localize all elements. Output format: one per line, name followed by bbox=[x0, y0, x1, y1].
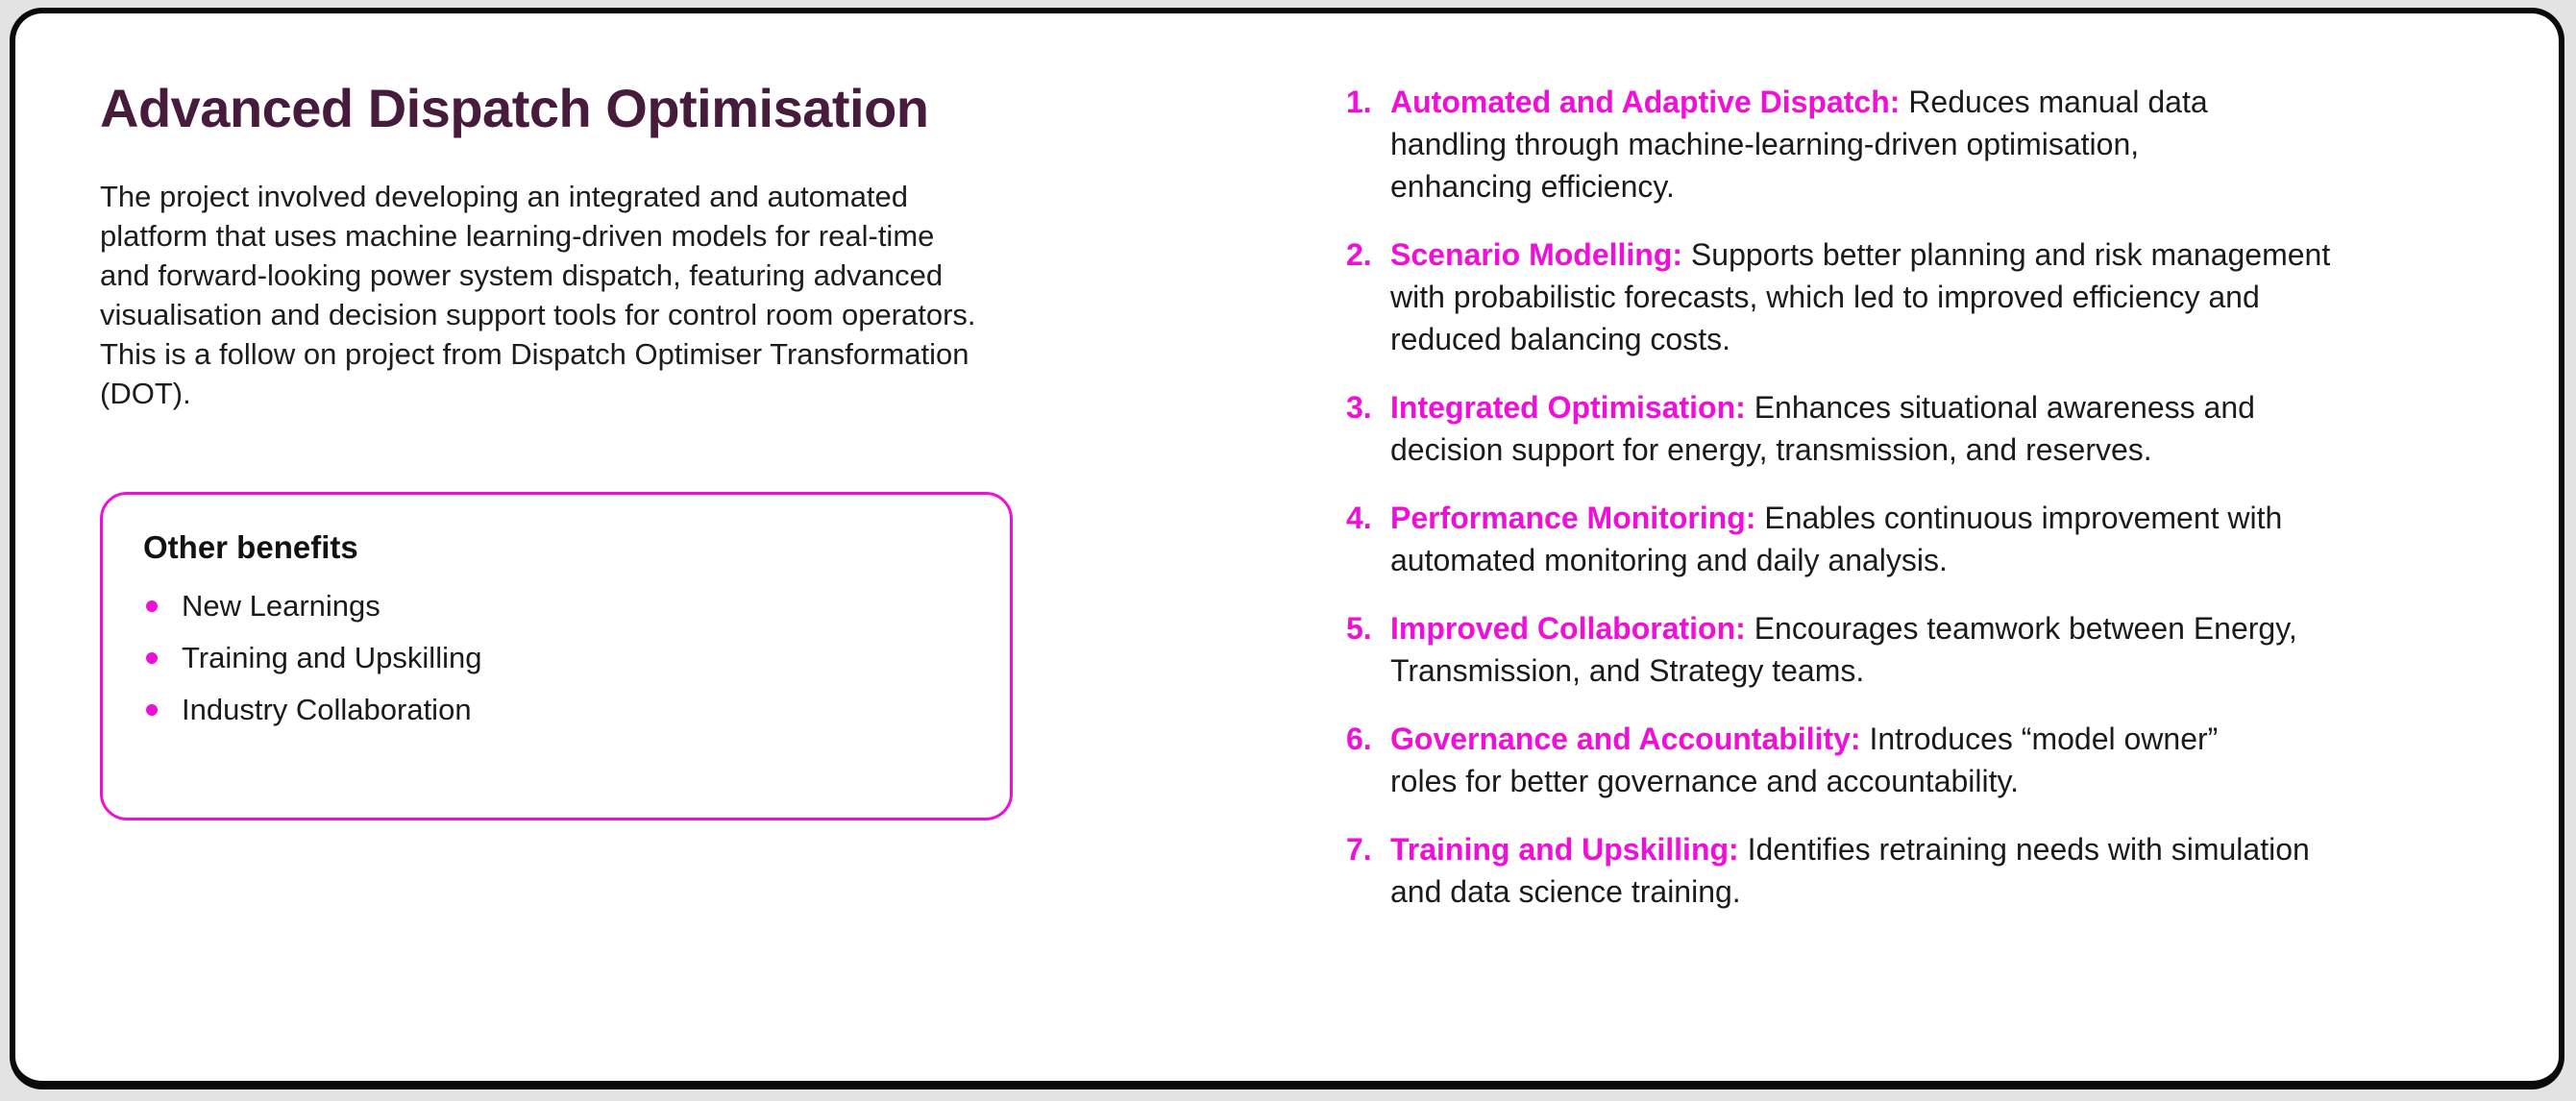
item-label: Improved Collaboration: bbox=[1390, 611, 1746, 646]
item-content: Governance and Accountability: Introduce… bbox=[1390, 718, 2576, 802]
intro-paragraph: The project involved developing an integ… bbox=[100, 180, 976, 410]
item-number: 2. bbox=[1346, 237, 1372, 272]
list-item: 7. Training and Upskilling: Identifies r… bbox=[1346, 828, 2576, 913]
bullet-dot-icon bbox=[146, 652, 158, 664]
item-label: Scenario Modelling: bbox=[1390, 237, 1683, 272]
list-item: 4. Performance Monitoring: Enables conti… bbox=[1346, 497, 2576, 581]
item-text: Encourages teamwork between Energy, Tran… bbox=[1390, 611, 2297, 688]
item-label: Performance Monitoring: bbox=[1390, 501, 1756, 535]
item-number: 7. bbox=[1346, 832, 1372, 867]
list-item: 3. Integrated Optimisation: Enhances sit… bbox=[1346, 386, 2576, 471]
key-outcomes-list: 1. Automated and Adaptive Dispatch: Redu… bbox=[1346, 81, 2576, 939]
list-item: 1. Automated and Adaptive Dispatch: Redu… bbox=[1346, 81, 2576, 208]
item-content: Scenario Modelling: Supports better plan… bbox=[1390, 233, 2576, 360]
item-label: Automated and Adaptive Dispatch: bbox=[1390, 85, 1901, 119]
item-label: Training and Upskilling: bbox=[1390, 832, 1739, 867]
list-item: Training and Upskilling bbox=[143, 639, 969, 677]
item-content: Automated and Adaptive Dispatch: Reduces… bbox=[1390, 81, 2576, 208]
benefits-heading: Other benefits bbox=[143, 529, 358, 565]
item-text: Enables continuous improvement with auto… bbox=[1390, 501, 2283, 577]
benefit-label: Industry Collaboration bbox=[182, 693, 472, 726]
other-benefits-box: Other benefits New Learnings Training an… bbox=[100, 492, 1013, 820]
list-item: 2. Scenario Modelling: Supports better p… bbox=[1346, 233, 2576, 360]
item-number: 4. bbox=[1346, 501, 1372, 535]
benefit-label: Training and Upskilling bbox=[182, 641, 482, 674]
benefit-label: New Learnings bbox=[182, 589, 380, 623]
item-number: 3. bbox=[1346, 390, 1372, 425]
item-content: Training and Upskilling: Identifies retr… bbox=[1390, 828, 2576, 913]
item-text: Identifies retraining needs with simulat… bbox=[1390, 832, 2310, 909]
list-item: 6. Governance and Accountability: Introd… bbox=[1346, 718, 2576, 802]
slide-card: Advanced Dispatch Optimisation The proje… bbox=[10, 8, 2564, 1089]
item-text: Reduces manual data handling through mac… bbox=[1390, 85, 2208, 204]
item-text: Supports better planning and risk manage… bbox=[1390, 237, 2331, 356]
item-number: 1. bbox=[1346, 85, 1372, 119]
bullet-dot-icon bbox=[146, 600, 158, 612]
item-label: Integrated Optimisation: bbox=[1390, 390, 1746, 425]
benefits-list: New Learnings Training and Upskilling In… bbox=[143, 587, 969, 729]
item-number: 6. bbox=[1346, 722, 1372, 756]
bullet-dot-icon bbox=[146, 704, 158, 716]
list-item: Industry Collaboration bbox=[143, 691, 969, 729]
item-content: Performance Monitoring: Enables continuo… bbox=[1390, 497, 2576, 581]
page-title: Advanced Dispatch Optimisation bbox=[100, 78, 929, 138]
item-content: Improved Collaboration: Encourages teamw… bbox=[1390, 607, 2576, 692]
item-content: Integrated Optimisation: Enhances situat… bbox=[1390, 386, 2576, 471]
item-text: Enhances situational awareness and decis… bbox=[1390, 390, 2255, 467]
list-item: 5. Improved Collaboration: Encourages te… bbox=[1346, 607, 2576, 692]
list-item: New Learnings bbox=[143, 587, 969, 625]
item-label: Governance and Accountability: bbox=[1390, 722, 1861, 756]
item-text: Introduces “model owner” roles for bette… bbox=[1390, 722, 2219, 798]
item-number: 5. bbox=[1346, 611, 1372, 646]
